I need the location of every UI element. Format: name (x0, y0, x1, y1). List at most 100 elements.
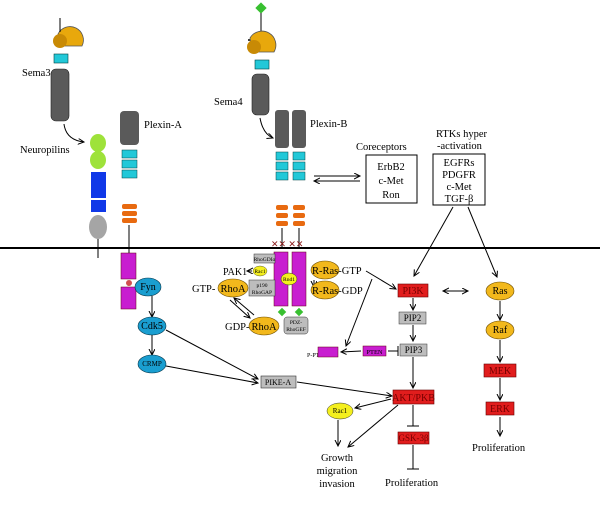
svg-text:P-PTEN: P-PTEN (307, 353, 328, 359)
svg-text:PIKE-A: PIKE-A (265, 378, 291, 387)
pike-a-box: PIKE-A (260, 375, 297, 389)
rras-to-pten-arrow (346, 278, 373, 346)
svg-text:AKT/PKB: AKT/PKB (392, 393, 435, 404)
neuropilin (89, 134, 107, 258)
gdp-rhoa-node: GDP- RhoA (225, 316, 280, 336)
svg-text:p190: p190 (257, 283, 268, 289)
akt-pkb-box: AKT/PKB (392, 389, 435, 405)
gtp-rhoa-node: GTP- RhoA (192, 278, 249, 298)
rac1-node: Rac1 (326, 402, 354, 420)
akt-to-rac1-arrow (355, 398, 392, 408)
crmp-node: CRMP (137, 354, 167, 374)
sema4-to-plexin-b-arrow (259, 117, 273, 138)
rhogdi-box: RhoGDIα (254, 253, 276, 264)
pi3k-box: PI3K (397, 283, 429, 298)
svg-text:MEK: MEK (489, 366, 512, 377)
svg-text:Ras: Ras (493, 286, 508, 297)
coreceptor-item: ErbB2 (377, 162, 404, 173)
pike-to-akt-arrow (296, 381, 392, 396)
rhoa-cycle-arrows (229, 298, 255, 318)
rtks-to-pi3k-arrow (414, 206, 454, 276)
sema4-ligand (247, 2, 277, 116)
rtk-item: PDGFR (442, 170, 476, 181)
r-ras-gdp-node: R-Ras-GDP (310, 280, 363, 300)
svg-text:✕✕ ✕✕: ✕✕ ✕✕ (271, 239, 303, 249)
pten-box: PTEN (362, 345, 387, 357)
gsk3b-box: GSK-3β (397, 431, 430, 445)
erk-box: ERK (485, 401, 515, 416)
rtks-title-2: -activation (437, 141, 483, 152)
cdk5-node: Cdk5 (137, 316, 167, 336)
svg-text:R-Ras-GTP: R-Ras-GTP (312, 266, 362, 277)
svg-text:R-Ras-GDP: R-Ras-GDP (312, 286, 363, 297)
coreceptors-title: Coreceptors (356, 142, 407, 153)
svg-text:Raf: Raf (493, 325, 508, 336)
svg-text:Fyn: Fyn (140, 282, 156, 293)
r-ras-gtp-node: R-Ras-GTP (310, 260, 362, 280)
coreceptors-box: ErbB2 c-Met Ron (365, 154, 418, 204)
svg-text:RhoA: RhoA (220, 284, 246, 295)
plexin-b-label: Plexin-B (310, 119, 347, 130)
sema3-label: Sema3 (22, 68, 51, 79)
rac1-small-node: Rac1 (252, 265, 268, 277)
svg-text:PDZ-: PDZ- (290, 320, 302, 326)
proliferation-label-right: Proliferation (472, 443, 526, 454)
akt-to-growth-arrow (348, 404, 399, 447)
svg-text:RhoGEF: RhoGEF (286, 327, 306, 333)
svg-text:migration: migration (317, 466, 359, 477)
svg-text:RhoGDIα: RhoGDIα (254, 257, 276, 263)
pdz-rhogef-box: PDZ- RhoGEF (283, 316, 309, 335)
rtks-title-1: RTKs hyper (436, 129, 487, 140)
pip2-box: PIP2 (398, 311, 427, 325)
svg-text:GDP-: GDP- (225, 322, 250, 333)
svg-text:ERK: ERK (490, 404, 511, 415)
sema4-label: Sema4 (214, 97, 243, 108)
pip3-box: PIP3 (399, 343, 428, 357)
mek-box: MEK (483, 363, 517, 378)
fyn-node: Fyn (134, 277, 162, 297)
sema3-ligand (50, 18, 84, 122)
svg-text:Cdk5: Cdk5 (141, 321, 163, 332)
proliferation-label-mid: Proliferation (385, 478, 439, 489)
pten-to-p-pten-arrow (341, 351, 362, 352)
rtk-item: TGF-β (445, 194, 474, 205)
rnd1-node: Rnd1 (280, 272, 298, 286)
growth-migration-invasion-label: Growth migration invasion (317, 453, 359, 490)
svg-text:Rac1: Rac1 (333, 407, 348, 415)
coreceptor-item: c-Met (378, 176, 403, 187)
svg-text:PI3K: PI3K (402, 286, 424, 297)
svg-text:PAK1: PAK1 (223, 267, 247, 278)
svg-text:GSK-3β: GSK-3β (398, 433, 429, 443)
plexin-a-receptor (120, 111, 139, 310)
rtks-to-ras-arrow (467, 206, 497, 277)
neuropilins-label: Neuropilins (20, 145, 70, 156)
svg-text:PTEN: PTEN (366, 349, 383, 356)
ras-node: Ras (485, 281, 515, 301)
crmp-to-pike-arrow (165, 365, 258, 383)
rtks-box: EGFRs PDGFR c-Met TGF-β (432, 153, 486, 206)
svg-text:CRMP: CRMP (142, 360, 162, 368)
rras-to-pi3k-arrow (365, 270, 396, 289)
svg-text:invasion: invasion (319, 479, 355, 490)
rtk-item: EGFRs (444, 158, 475, 169)
cdk5-to-pike-arrow (165, 329, 258, 379)
p-pten-box: P-PTEN (307, 346, 339, 359)
coreceptor-bidirectional-arrow (314, 176, 360, 181)
svg-text:Rnd1: Rnd1 (283, 277, 295, 283)
plexin-a-label: Plexin-A (144, 120, 182, 131)
svg-text:PIP3: PIP3 (405, 345, 423, 355)
p190-rhogap-box: p190 RhoGAP (248, 279, 276, 297)
svg-text:RhoA: RhoA (251, 322, 277, 333)
pak1-label: PAK1 (223, 267, 252, 278)
raf-node: Raf (485, 320, 515, 340)
svg-text:PIP2: PIP2 (404, 313, 422, 323)
rtk-item: c-Met (446, 182, 471, 193)
coreceptor-item: Ron (382, 190, 400, 201)
sema3-to-neuropilin-arrow (63, 123, 84, 142)
svg-text:GTP-: GTP- (192, 284, 216, 295)
plexin-b-receptor: ✕✕ ✕✕ (271, 110, 307, 317)
svg-text:Growth: Growth (321, 453, 354, 464)
svg-text:RhoGAP: RhoGAP (252, 290, 272, 296)
svg-text:Rac1: Rac1 (254, 269, 266, 275)
